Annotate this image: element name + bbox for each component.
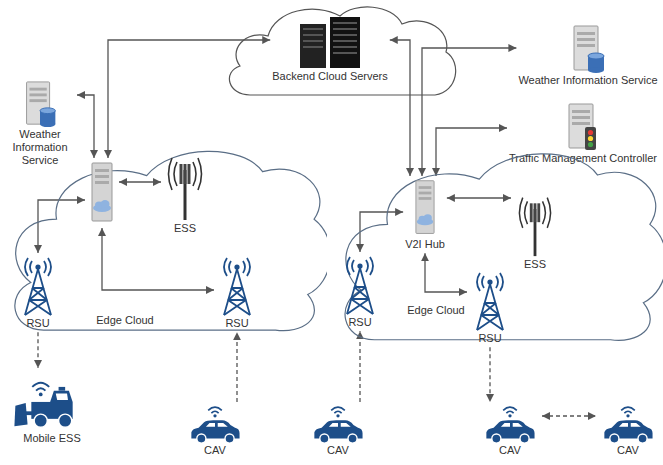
- hub-icon: [87, 160, 117, 226]
- wireless-link: [542, 415, 596, 416]
- cav-car-label: CAV: [480, 444, 540, 457]
- car-icon: [480, 404, 540, 444]
- rsu-symbol: [347, 257, 373, 314]
- rsu-icon: [17, 255, 59, 317]
- cav-car-node: CAV: [596, 402, 660, 459]
- edge-cloud-path: [15, 151, 327, 330]
- cloud-server-label: Backend Cloud Servers: [272, 70, 388, 83]
- v2i-hub-node: V2I Hub: [403, 176, 447, 253]
- server-db-symbol: [27, 82, 56, 127]
- weather-service-label: Weather Information Service: [518, 74, 657, 87]
- mobile-ess-node: Mobile ESS: [8, 368, 96, 447]
- server-db-icon: [20, 80, 60, 128]
- server-pair-icon: [292, 14, 368, 70]
- car-symbol: [604, 407, 652, 443]
- server-light-icon: [563, 102, 603, 152]
- wireless-link: [359, 331, 360, 402]
- car-symbol: [191, 407, 239, 443]
- ess-icon: [513, 192, 557, 258]
- cav-car-node: CAV: [183, 402, 247, 459]
- weather-service-node: Weather Information Service: [516, 22, 659, 89]
- server-db-symbol: [574, 26, 604, 73]
- v2i-hub-node: [85, 158, 119, 228]
- v2i-hub-label: V2I Hub: [405, 238, 445, 251]
- weather-service-node: Weather Information Service: [3, 78, 77, 170]
- wireless-link: [236, 332, 237, 402]
- edge-cloud-node: Edge Cloud ESS RSU RSU: [5, 140, 327, 338]
- network-link: [422, 48, 516, 176]
- weather-service-label: Weather Information Service: [5, 128, 75, 168]
- rsu-tower-node: RSU: [467, 268, 513, 347]
- rsu-symbol: [25, 258, 51, 315]
- network-link: [447, 197, 511, 198]
- network-link: [119, 181, 161, 182]
- rsu-icon: [339, 254, 381, 316]
- server-light-symbol: [569, 104, 596, 150]
- traffic-controller-node: Traffic Management Controller: [507, 100, 659, 167]
- car-icon: [185, 404, 245, 444]
- edge-cloud-label: Edge Cloud: [407, 304, 465, 317]
- hub-symbol: [92, 163, 112, 221]
- network-link: [436, 128, 507, 176]
- hub-icon: [410, 178, 440, 238]
- network-link: [108, 40, 270, 158]
- edge-cloud-path: [345, 154, 663, 341]
- ess-icon: [163, 152, 207, 222]
- rsu-tower-node: RSU: [337, 252, 383, 331]
- edge-cloud-node: Edge Cloud V2I HubESS RSU RSU: [335, 142, 663, 348]
- mobile-ess-label: Mobile ESS: [10, 432, 94, 445]
- truck-symbol: [14, 383, 72, 428]
- wireless-link: [489, 347, 490, 402]
- edge-cloud-label-holder: Edge Cloud: [96, 314, 154, 327]
- rsu-tower-label: RSU: [469, 332, 511, 345]
- wireless-link: [37, 332, 38, 368]
- network-link: [102, 228, 214, 290]
- server-db-icon: [568, 24, 608, 74]
- edge-cloud-outline: [5, 140, 327, 338]
- ess-symbol: [519, 198, 550, 256]
- ess-station-label: ESS: [513, 258, 557, 271]
- network-link: [38, 200, 85, 253]
- hub-symbol: [416, 181, 434, 234]
- edge-cloud-label: Edge Cloud: [96, 314, 154, 327]
- network-link: [77, 95, 94, 158]
- cav-car-label: CAV: [185, 444, 245, 457]
- rsu-tower-node: RSU: [15, 253, 61, 332]
- truck-icon: [10, 370, 94, 432]
- ess-station-label: ESS: [163, 222, 207, 235]
- network-link: [425, 253, 467, 292]
- cloud-server-node: Backend Cloud Servers: [270, 12, 390, 85]
- rsu-symbol: [224, 258, 250, 315]
- ess-symbol: [169, 158, 202, 220]
- ess-station-node: ESS: [161, 150, 209, 237]
- cav-car-node: CAV: [478, 402, 542, 459]
- network-link: [360, 212, 403, 252]
- rsu-tower-label: RSU: [339, 316, 381, 329]
- rsu-symbol: [477, 273, 503, 330]
- cav-car-label: CAV: [308, 444, 368, 457]
- rsu-icon: [216, 255, 258, 317]
- car-icon: [598, 404, 658, 444]
- server-pair-symbol: [300, 17, 360, 68]
- edge-cloud-label-holder: Edge Cloud: [407, 304, 465, 317]
- network-link: [390, 40, 410, 176]
- cav-car-node: CAV: [306, 402, 370, 459]
- rsu-tower-label: RSU: [216, 317, 258, 330]
- cav-car-label: CAV: [598, 444, 658, 457]
- ess-station-node: ESS: [511, 190, 559, 273]
- car-symbol: [486, 407, 534, 443]
- rsu-tower-label: RSU: [17, 317, 59, 330]
- rsu-tower-node: RSU: [214, 253, 260, 332]
- car-symbol: [314, 407, 362, 443]
- car-icon: [308, 404, 368, 444]
- rsu-icon: [469, 270, 511, 332]
